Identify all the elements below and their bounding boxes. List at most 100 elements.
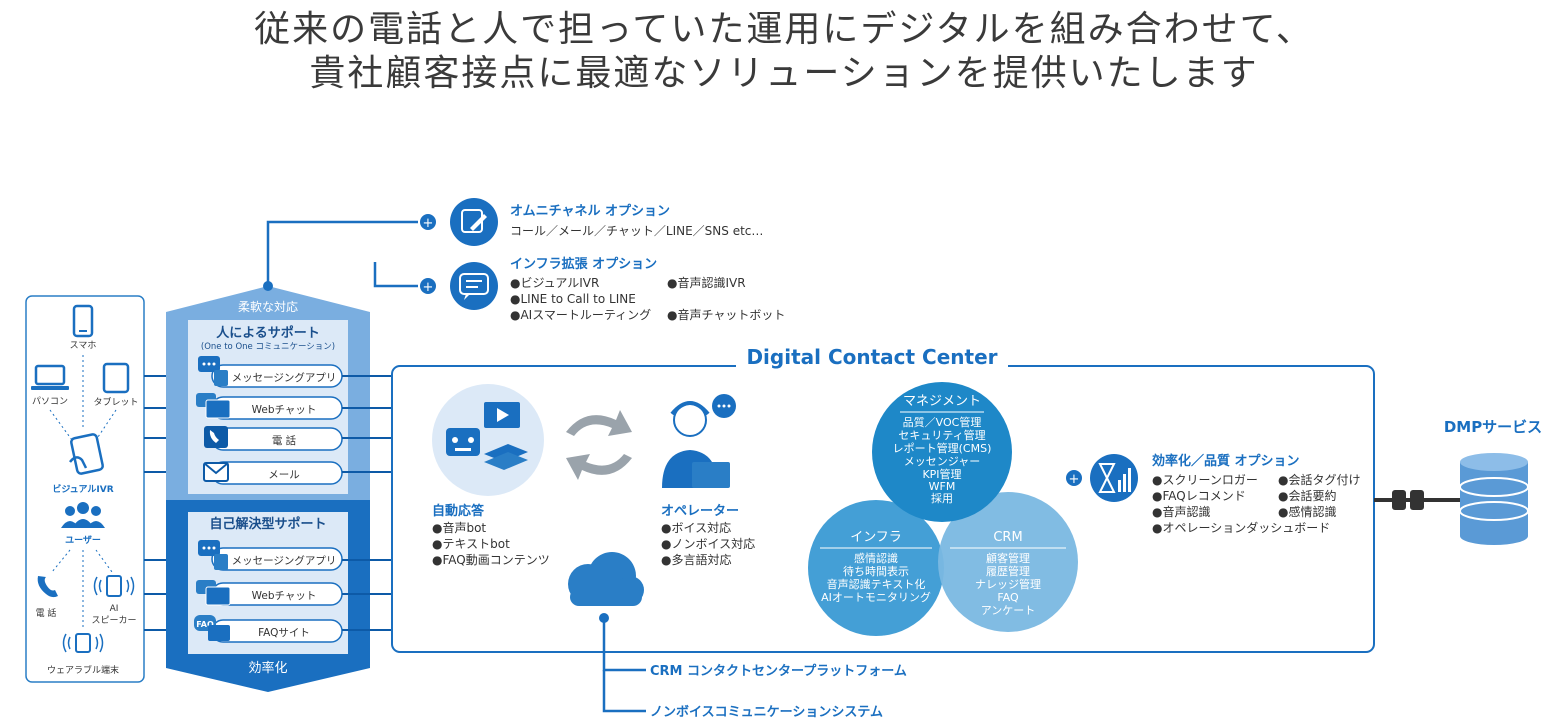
venn-diagram (808, 382, 1078, 636)
user-label: ユーザー (65, 535, 101, 546)
channel-label: Webチャット (252, 590, 317, 602)
heading-line-1: 従来の電話と人で担っていた運用にデジタルを組み合わせて、 (254, 9, 1314, 50)
management-item: KPI管理 (922, 467, 961, 481)
channel-label: 電 話 (272, 434, 297, 447)
channel-label: メッセージングアプリ (232, 554, 337, 567)
dmp-label: DMPサービス (1444, 418, 1542, 436)
svg-text:+: + (423, 280, 434, 295)
wearable-icon (62, 633, 104, 653)
venn-infra (808, 500, 944, 636)
crm-title: CRM (993, 530, 1022, 545)
management-item: セキュリティ管理 (898, 428, 985, 442)
message-app-icon (198, 356, 228, 386)
nonvoice-system-label: ノンボイスコミュニケーションシステム (650, 704, 883, 720)
pc-label: パソコン (32, 396, 68, 407)
channel-phone-human: 電 話 (211, 427, 343, 451)
plug-icon (1392, 490, 1424, 510)
venn-crm (938, 492, 1078, 632)
page-heading: 従来の電話と人で担っていた運用にデジタルを組み合わせて、 貴社顧客接点に最適なソ… (0, 8, 1568, 96)
ai-speaker-label-2: スピーカー (91, 615, 136, 626)
message-app-icon (198, 540, 228, 570)
phone-label: 電 話 (36, 607, 57, 619)
crm-item: ナレッジ管理 (975, 577, 1041, 591)
self-support-title: 自己解決型サポート (209, 516, 326, 532)
database-icon (1459, 453, 1529, 545)
channel-mail-human: メール (211, 461, 343, 485)
channel-messaging-self: メッセージングアプリ (211, 547, 343, 571)
auto-response-title: 自動応答 (432, 503, 485, 519)
infra-option-item: ●ビジュアルIVR (510, 276, 599, 290)
human-support-subtitle: (One to One コミュニケーション) (201, 342, 335, 352)
efficiency-option-plus: + (1066, 470, 1082, 487)
infra-option-item: ●音声チャットボット (667, 307, 785, 322)
management-title: マネジメント (903, 394, 981, 409)
tablet-label: タブレット (93, 396, 138, 408)
channel-webchat-human: Webチャット (211, 396, 343, 420)
efficiency-option-item: ●音声認識 (1152, 504, 1210, 519)
phone-icon (37, 576, 58, 598)
efficiency-label: 効率化 (248, 660, 287, 676)
crm-item: FAQ (997, 591, 1019, 604)
operator-item: ●ボイス対応 (661, 521, 731, 535)
dcc-title: Digital Contact Center (746, 345, 997, 369)
infra-option-plus: + (420, 278, 436, 295)
channel-to-dcc-connectors (342, 375, 392, 631)
channel-label: Webチャット (252, 404, 317, 416)
infra-item: 感情認識 (854, 551, 898, 565)
faq-icon: FAQ (194, 615, 230, 641)
ai-speaker-icon (93, 575, 135, 597)
auto-response-illustration (432, 384, 544, 496)
phone-channel-icon (204, 426, 228, 448)
channel-label: メール (268, 469, 300, 481)
infra-option-item: ●AIスマートルーティング (510, 308, 651, 322)
management-item: 品質／VOC管理 (903, 415, 982, 429)
crm-platform-label: CRM コンタクトセンタープラットフォーム (650, 664, 907, 679)
crm-item: 顧客管理 (986, 551, 1030, 565)
efficiency-option-title: 効率化／品質 オプション (1152, 453, 1300, 469)
human-support-title: 人によるサポート (216, 325, 320, 341)
auto-response-item: ●テキストbot (432, 537, 510, 551)
platform-connector (602, 618, 646, 713)
operator-item: ●ノンボイス対応 (661, 537, 755, 551)
operator-item: ●多言語対応 (661, 552, 731, 567)
channel-label: メッセージングアプリ (232, 371, 337, 384)
omni-option-title: オムニチャネル オプション (510, 204, 670, 219)
auto-response-item: ●FAQ動画コンテンツ (432, 553, 550, 567)
wearable-label: ウェアラブル端末 (47, 664, 119, 676)
flexible-label: 柔軟な対応 (238, 299, 298, 314)
smartphone-icon (72, 304, 94, 338)
visual-ivr-icon (69, 433, 104, 475)
efficiency-option-item: ●会話タグ付け (1278, 472, 1360, 487)
management-item: レポート管理(CMS) (893, 441, 992, 455)
infra-option-item: ●LINE to Call to LINE (510, 292, 636, 306)
channel-messaging-human: メッセージングアプリ (211, 364, 343, 388)
efficiency-option-item: ●スクリーンロガー (1152, 473, 1258, 487)
pc-icon (31, 364, 69, 390)
infra-item: 待ち時間表示 (843, 564, 909, 578)
user-group-icon (61, 502, 105, 528)
webchat-icon (196, 580, 231, 606)
efficiency-option-item: ●オペレーションダッシュボード (1152, 520, 1330, 535)
crm-item: アンケート (981, 604, 1036, 617)
infra-item: 音声認識テキスト化 (827, 577, 926, 591)
visual-ivr-label: ビジュアルIVR (52, 483, 113, 495)
svg-text:+: + (423, 216, 434, 231)
auto-response-item: ●音声bot (432, 520, 486, 535)
infra-title: インフラ (850, 530, 902, 545)
omni-option-desc: コール／メール／チャット／LINE／SNS etc… (510, 224, 763, 238)
svg-text:+: + (1069, 472, 1080, 487)
exchange-arrows-icon (566, 410, 632, 480)
heading-line-2: 貴社顧客接点に最適なソリューションを提供いたします (309, 53, 1259, 94)
channel-faq-self: FAQサイト (211, 619, 343, 643)
smartphone-label: スマホ (70, 340, 97, 351)
operator-title: オペレーター (661, 504, 739, 519)
chat-bubble-icon (450, 262, 498, 310)
venn-management (872, 382, 1012, 522)
channel-webchat-self: Webチャット (211, 582, 343, 606)
mail-icon (203, 462, 229, 482)
edit-icon (450, 198, 498, 246)
efficiency-option-item: ●会話要約 (1278, 488, 1336, 503)
operator-illustration (662, 394, 736, 488)
faq-badge: FAQ (196, 620, 214, 629)
